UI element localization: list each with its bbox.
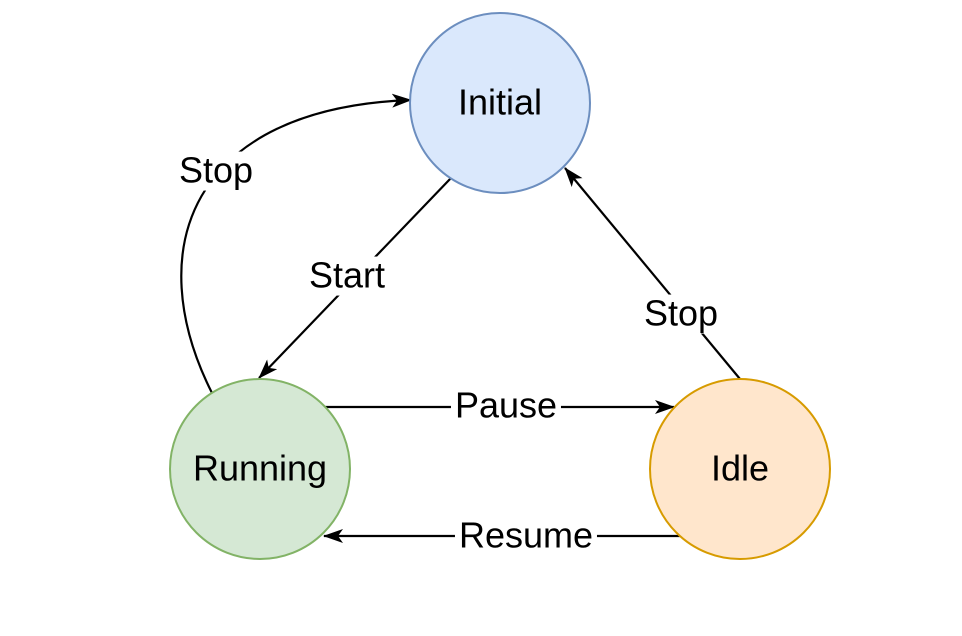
transition-arrow-stop-from-running [180,93,412,394]
transition-arrow-start [258,177,452,379]
state-circle-idle [649,378,831,560]
node-layer [169,12,831,560]
transition-arrow-stop-from-idle [564,167,741,380]
state-circle-initial [409,12,591,194]
state-circle-running [169,378,351,560]
